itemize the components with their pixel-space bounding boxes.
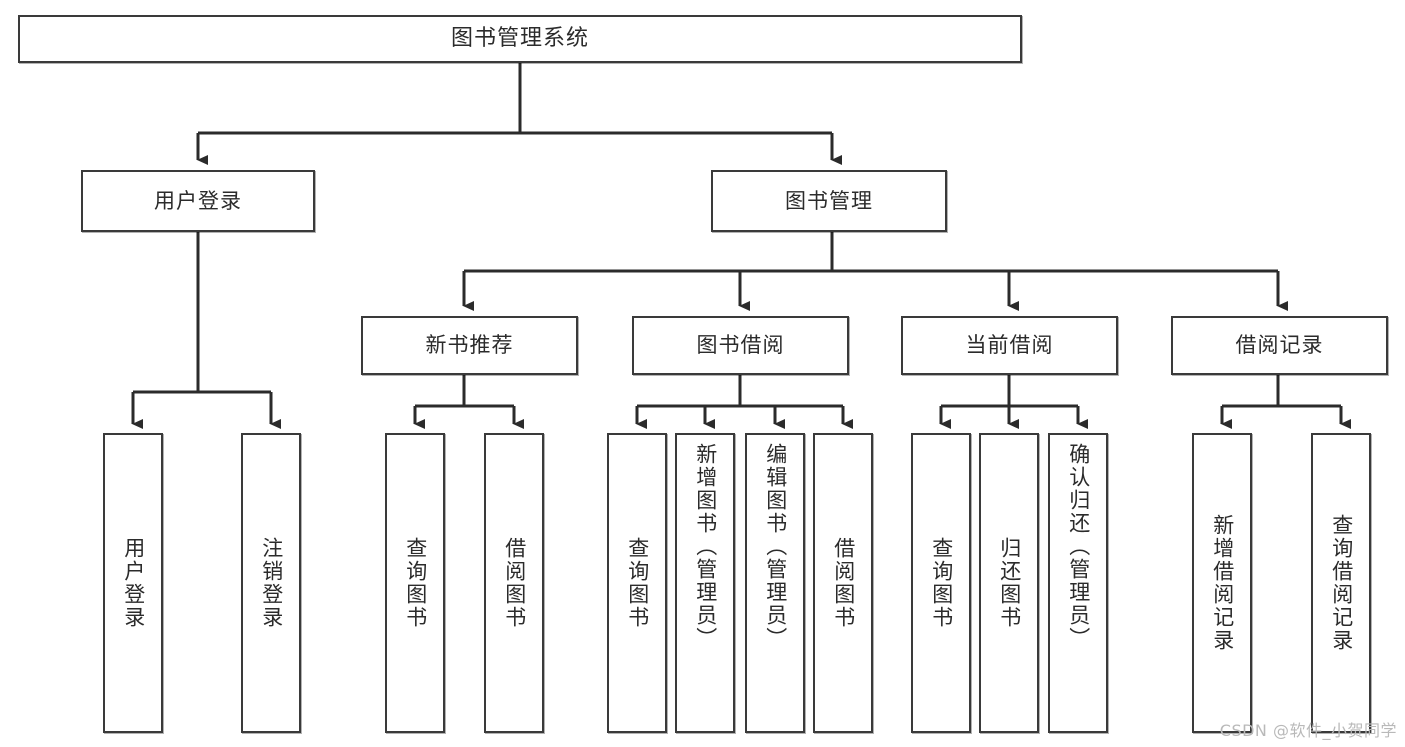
leaf-current-borrow-return-label: 归还图书 (997, 537, 1022, 629)
leaf-new-book-borrow-label: 借阅图书 (502, 537, 527, 629)
leaf-new-book-query[interactable]: 查询图书 (385, 433, 445, 733)
leaf-current-borrow-confirm[interactable]: 确认归还（管理员） (1048, 433, 1108, 733)
node-current-borrow-label: 当前借阅 (965, 333, 1054, 358)
leaf-borrow-record-query-label: 查询借阅记录 (1329, 514, 1354, 652)
node-root[interactable]: 图书管理系统 (18, 15, 1022, 63)
csdn-watermark: CSDN @软件_小贺同学 (1219, 721, 1397, 740)
node-book-management[interactable]: 图书管理 (711, 170, 947, 232)
node-current-borrow[interactable]: 当前借阅 (901, 316, 1118, 375)
leaf-book-borrow-query-label: 查询图书 (625, 537, 650, 629)
leaf-book-borrow-lend-label: 借阅图书 (831, 537, 856, 629)
node-book-borrow[interactable]: 图书借阅 (632, 316, 849, 375)
leaf-book-borrow-query[interactable]: 查询图书 (607, 433, 667, 733)
leaf-current-borrow-confirm-label: 确认归还（管理员） (1066, 443, 1091, 650)
leaf-current-borrow-query[interactable]: 查询图书 (911, 433, 971, 733)
leaf-user-login-signout-label: 注销登录 (259, 537, 284, 629)
node-new-book-recommend[interactable]: 新书推荐 (361, 316, 578, 375)
node-book-borrow-label: 图书借阅 (696, 333, 785, 358)
leaf-borrow-record-add-label: 新增借阅记录 (1210, 514, 1235, 652)
leaf-book-borrow-add[interactable]: 新增图书（管理员） (675, 433, 735, 733)
node-borrow-record-label: 借阅记录 (1235, 333, 1324, 358)
node-new-book-recommend-label: 新书推荐 (425, 333, 514, 358)
leaf-user-login-signin[interactable]: 用户登录 (103, 433, 163, 733)
leaf-new-book-query-label: 查询图书 (403, 537, 428, 629)
node-root-label: 图书管理系统 (450, 26, 589, 52)
leaf-book-borrow-add-label: 新增图书（管理员） (693, 443, 718, 650)
leaf-book-borrow-edit-label: 编辑图书（管理员） (763, 443, 788, 650)
leaf-book-borrow-lend[interactable]: 借阅图书 (813, 433, 873, 733)
leaf-current-borrow-query-label: 查询图书 (929, 537, 954, 629)
leaf-current-borrow-return[interactable]: 归还图书 (979, 433, 1039, 733)
leaf-new-book-borrow[interactable]: 借阅图书 (484, 433, 544, 733)
leaf-book-borrow-edit[interactable]: 编辑图书（管理员） (745, 433, 805, 733)
leaf-user-login-signout[interactable]: 注销登录 (241, 433, 301, 733)
leaf-user-login-signin-label: 用户登录 (121, 537, 146, 629)
node-user-login[interactable]: 用户登录 (81, 170, 315, 232)
leaf-borrow-record-add[interactable]: 新增借阅记录 (1192, 433, 1252, 733)
node-user-login-label: 用户登录 (154, 188, 242, 213)
node-book-management-label: 图书管理 (785, 188, 873, 213)
leaf-borrow-record-query[interactable]: 查询借阅记录 (1311, 433, 1371, 733)
node-borrow-record[interactable]: 借阅记录 (1171, 316, 1388, 375)
